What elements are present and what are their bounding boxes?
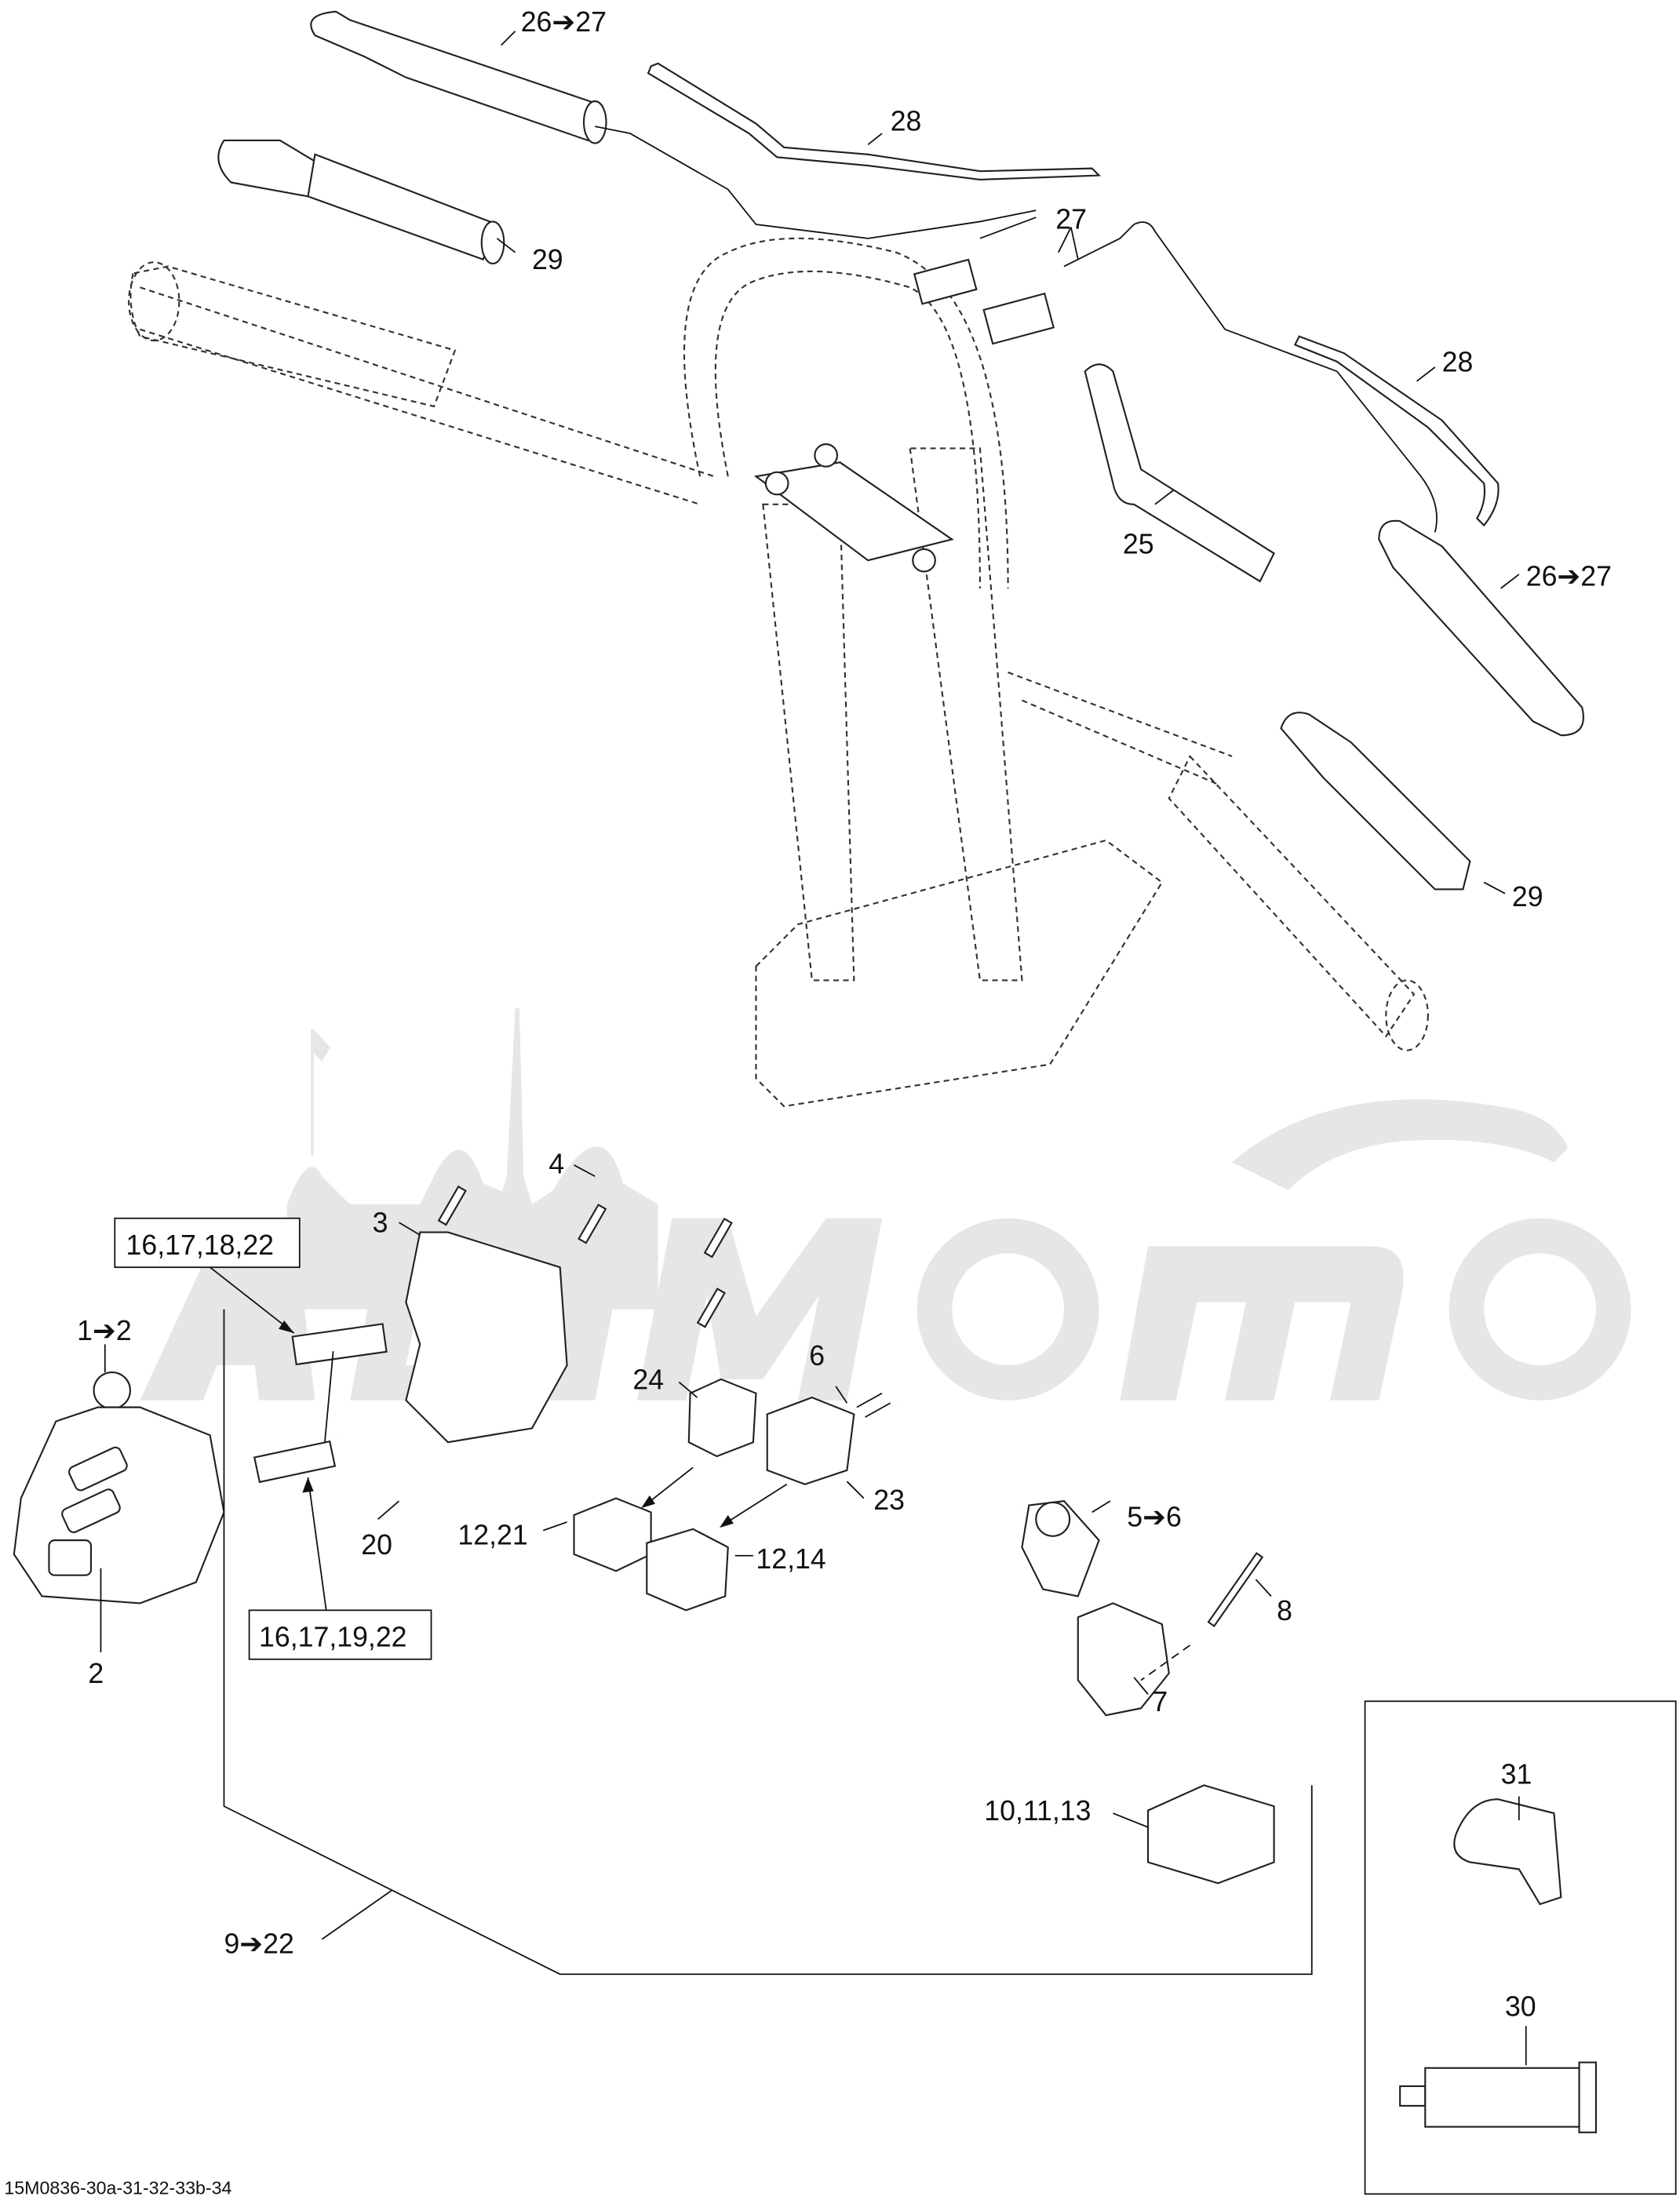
handlebar-25 [1084, 363, 1275, 583]
assembly-arrows [641, 1466, 788, 1528]
leader-lines [100, 31, 1527, 2066]
right-grip [1168, 755, 1416, 1038]
callout-2: 2 [88, 1658, 104, 1689]
callout-16-17-18-22: 16,17,18,22 [126, 1229, 274, 1261]
upper-connector [291, 1323, 388, 1366]
base-plate [755, 839, 1164, 1108]
callout-6: 6 [809, 1340, 825, 1371]
callout-29-right: 29 [1512, 881, 1543, 912]
callout-7: 7 [1152, 1686, 1168, 1717]
switch-housing [13, 1371, 225, 1604]
callout-12-14: 12,14 [756, 1543, 825, 1575]
watermark-flag [311, 1029, 314, 1156]
throttle-sensor-face [1035, 1501, 1071, 1537]
throttle-lever-cover [1077, 1602, 1170, 1717]
left-grip-end [128, 261, 180, 342]
left-grip [129, 265, 457, 408]
handlebar-clamp [753, 461, 954, 562]
heating-element-right [1378, 519, 1584, 737]
clamp-bolt [814, 443, 839, 468]
callout-8: 8 [1277, 1595, 1292, 1626]
callout-box-lower-connector [248, 1609, 432, 1660]
harness-core [333, 1429, 1225, 1918]
main-connector [1146, 1784, 1275, 1885]
callout-9-22: 9➔22 [224, 1928, 293, 1959]
handlebar-left-bar [140, 286, 715, 505]
callout-28-top: 28 [891, 105, 922, 137]
callout-5-6: 5➔6 [1127, 1501, 1182, 1532]
connector-24 [687, 1378, 757, 1458]
handlebar-right-bar [1008, 671, 1233, 785]
pin-axis [1140, 1645, 1191, 1681]
tube-right [1293, 335, 1500, 527]
handlebar-assembly [128, 237, 1429, 1108]
handlebar-hoop [683, 237, 1009, 588]
callout-12-21: 12,21 [457, 1519, 527, 1550]
connector-12-14 [646, 1528, 729, 1612]
callout-4: 4 [548, 1149, 564, 1180]
grip-sleeve-right [1280, 712, 1471, 891]
right-grip-end [1385, 979, 1429, 1051]
sensor-wire-core [894, 1379, 1023, 1509]
harness-bracket [223, 1309, 1313, 1976]
callout-1-2: 1➔2 [77, 1315, 132, 1346]
callout-30: 30 [1505, 1991, 1536, 2023]
clamp-bolt [764, 471, 789, 496]
callout-31: 31 [1501, 1759, 1532, 1790]
connectors-27 [913, 217, 1438, 533]
lower-connector [253, 1440, 337, 1484]
heating-element-top [310, 10, 1037, 239]
pin [1207, 1552, 1264, 1627]
clamp-bolt [912, 548, 936, 573]
callout-25: 25 [1123, 528, 1154, 559]
adhesive-tube-30 [1399, 2061, 1598, 2133]
harness-branch [324, 1351, 334, 1443]
callout-24: 24 [632, 1364, 664, 1395]
callout-20: 20 [361, 1529, 392, 1561]
callout-28-right: 28 [1442, 346, 1474, 377]
callout-26-27-right: 26➔27 [1526, 560, 1612, 592]
callout-3: 3 [373, 1207, 388, 1239]
callout-23: 23 [873, 1484, 905, 1516]
clamp-31 [1453, 1798, 1562, 1906]
callout-10-11-13: 10,11,13 [984, 1795, 1091, 1827]
callout-16-17-19-22: 16,17,19,22 [259, 1622, 406, 1653]
connector-23 [766, 1396, 855, 1485]
callout-26-27-top: 26➔27 [521, 6, 607, 38]
handlebar-hoop-inner [714, 270, 981, 588]
callouts: 26➔27 28 29 27 28 25 26➔27 29 4 3 16,17,… [77, 6, 1612, 2023]
callout-29-top: 29 [532, 244, 563, 275]
terminals-6 [856, 1393, 891, 1418]
tube-top [647, 62, 1102, 180]
screws [437, 1185, 733, 1328]
watermark-motorcycle [1232, 1099, 1569, 1191]
callout-box-upper-connector [114, 1217, 301, 1269]
watermark-flag-banner [313, 1029, 331, 1062]
housing-cover [405, 1231, 568, 1444]
drawing-number: 15M0836-30a-31-32-33b-34 [4, 2177, 231, 2198]
grip-sleeve-top [217, 139, 505, 265]
callout-27: 27 [1055, 203, 1087, 235]
